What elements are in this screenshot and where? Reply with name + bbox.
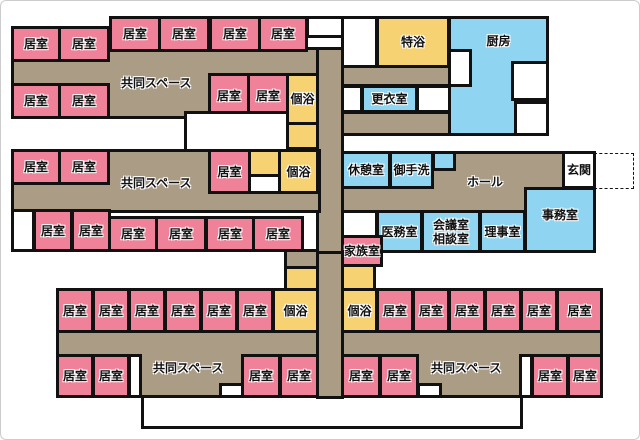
room[interactable]: 居室 xyxy=(556,288,603,333)
room[interactable]: 居室 xyxy=(11,83,61,119)
room[interactable]: 居室 xyxy=(520,288,558,333)
void xyxy=(184,111,289,154)
room[interactable]: 居室 xyxy=(56,288,94,333)
void xyxy=(341,210,378,238)
room[interactable]: 居室 xyxy=(58,83,110,119)
bath-area xyxy=(248,149,281,177)
void xyxy=(341,16,378,68)
common-space-label: 共同スペース xyxy=(121,176,192,190)
void xyxy=(416,85,451,113)
void xyxy=(248,174,281,194)
director-room[interactable]: 理事室 xyxy=(479,210,526,253)
rest-room[interactable]: 休憩室 xyxy=(341,151,391,189)
room[interactable]: 居室 xyxy=(567,354,603,398)
room[interactable]: 居室 xyxy=(58,26,110,62)
common-space-label: 共同スペース xyxy=(153,361,224,375)
room[interactable]: 居室 xyxy=(209,16,261,52)
void xyxy=(511,61,549,101)
room[interactable]: 居室 xyxy=(484,288,522,333)
room[interactable]: 居室 xyxy=(109,16,161,52)
common-space-label: 共同スペース xyxy=(121,76,192,90)
room[interactable]: 居室 xyxy=(200,288,238,333)
hall-label: ホール xyxy=(467,175,504,189)
room[interactable]: 居室 xyxy=(412,288,450,333)
room[interactable]: 居室 xyxy=(33,209,73,252)
room[interactable]: 居室 xyxy=(341,354,381,398)
corridor xyxy=(341,65,451,87)
private-bath[interactable]: 個浴 xyxy=(272,288,319,333)
room[interactable]: 居室 xyxy=(236,288,274,333)
private-bath[interactable]: 個浴 xyxy=(286,73,319,125)
private-bath[interactable]: 個浴 xyxy=(341,288,378,333)
room[interactable]: 居室 xyxy=(92,354,130,398)
room[interactable]: 居室 xyxy=(241,354,281,398)
room[interactable]: 居室 xyxy=(71,209,111,252)
common-space-label: 共同スペース xyxy=(431,361,502,375)
room[interactable]: 居室 xyxy=(279,354,319,398)
void xyxy=(306,16,344,38)
special-bath[interactable]: 特浴 xyxy=(376,16,450,68)
void xyxy=(11,209,35,252)
room[interactable]: 居室 xyxy=(379,354,419,398)
void xyxy=(514,101,549,136)
storage xyxy=(432,151,456,171)
room[interactable]: 居室 xyxy=(448,288,486,333)
room[interactable]: 居室 xyxy=(258,16,308,52)
room[interactable]: 居室 xyxy=(11,149,61,185)
entrance-canopy xyxy=(594,153,634,189)
room[interactable]: 居室 xyxy=(92,288,130,333)
entrance[interactable]: 玄関 xyxy=(562,151,596,189)
room[interactable]: 居室 xyxy=(58,149,110,185)
family-room[interactable]: 家族室 xyxy=(341,235,383,267)
central-corridor xyxy=(316,251,344,399)
room[interactable]: 居室 xyxy=(376,288,414,333)
meeting-room[interactable]: 会議室相談室 xyxy=(421,210,481,253)
void xyxy=(128,354,142,398)
void xyxy=(341,85,363,113)
room[interactable]: 居室 xyxy=(128,288,166,333)
room[interactable]: 居室 xyxy=(56,354,94,398)
changing-room[interactable]: 更衣室 xyxy=(361,85,418,113)
toilet[interactable]: 御手洗 xyxy=(389,151,434,189)
office[interactable]: 事務室 xyxy=(524,187,596,253)
room[interactable]: 居室 xyxy=(531,354,569,398)
void xyxy=(417,383,442,398)
room[interactable]: 居室 xyxy=(11,26,61,62)
medical-room[interactable]: 医務室 xyxy=(376,210,423,253)
room[interactable]: 居室 xyxy=(252,216,304,252)
room[interactable]: 居室 xyxy=(155,216,207,252)
room[interactable]: 居室 xyxy=(158,16,210,52)
private-bath[interactable]: 個浴 xyxy=(278,149,319,194)
room[interactable]: 居室 xyxy=(108,216,158,252)
corridor xyxy=(341,111,451,136)
void xyxy=(448,49,472,87)
bath-area xyxy=(286,122,319,150)
room[interactable]: 居室 xyxy=(208,149,251,194)
room[interactable]: 居室 xyxy=(205,216,255,252)
room[interactable]: 居室 xyxy=(164,288,202,333)
